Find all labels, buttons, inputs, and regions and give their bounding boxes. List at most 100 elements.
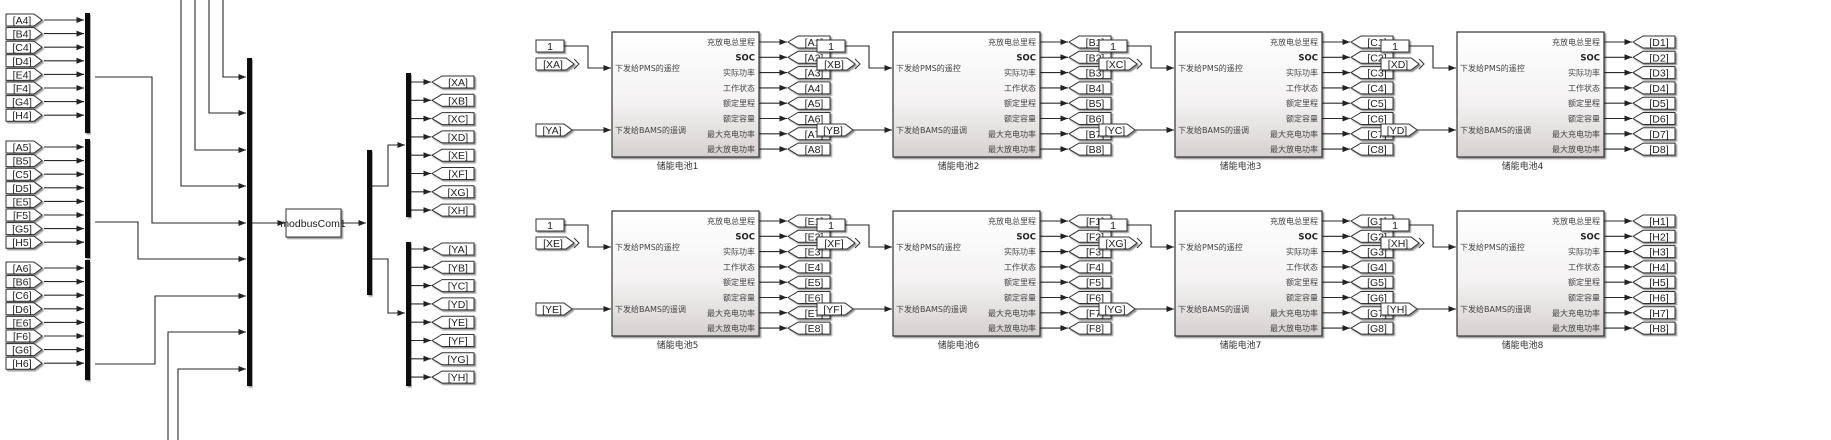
goto-tag-b6[interactable]: [B6] xyxy=(1068,112,1112,126)
goto-tag-h4[interactable]: [H4] xyxy=(1632,260,1676,274)
subsystem-frame[interactable] xyxy=(892,31,1041,158)
from-tag-a6[interactable]: [A6] xyxy=(5,261,43,275)
mux-bar-main[interactable] xyxy=(247,58,252,386)
from-tag-x[interactable]: [XC] xyxy=(1098,57,1143,71)
signal-line[interactable] xyxy=(1127,45,1174,72)
bus-input-line[interactable] xyxy=(222,0,246,81)
subsystem-frame[interactable] xyxy=(1174,31,1323,158)
from-tag-x[interactable]: [XF] xyxy=(816,236,861,250)
goto-tag-d5[interactable]: [D5] xyxy=(1632,96,1676,110)
from-tag-y[interactable]: [YE] xyxy=(535,302,573,316)
goto-tag-xa[interactable]: [XA] xyxy=(431,75,475,89)
goto-tag-h6[interactable]: [H6] xyxy=(1632,291,1676,305)
goto-tag-yg[interactable]: [YG] xyxy=(431,352,475,366)
from-tag-c5[interactable]: [C5] xyxy=(5,167,43,181)
from-tag-g6[interactable]: [G6] xyxy=(5,343,43,357)
goto-tag-yd[interactable]: [YD] xyxy=(431,297,475,311)
battery-subsystem-2[interactable]: 1下发给PMS的遥控下发给BAMS的遥调充放电总里程SOC实际功率工作状态额定里… xyxy=(816,31,1041,172)
goto-tag-ye[interactable]: [YE] xyxy=(431,315,475,329)
demux-bar-main[interactable] xyxy=(367,150,372,295)
modbus-block[interactable]: modbusCom1 xyxy=(280,208,346,238)
from-tag-d6[interactable]: [D6] xyxy=(5,302,43,316)
signal-line[interactable] xyxy=(1409,45,1456,72)
from-tag-b4[interactable]: [B4] xyxy=(5,27,43,41)
goto-tag-yc[interactable]: [YC] xyxy=(431,279,475,293)
goto-tag-a6[interactable]: [A6] xyxy=(787,112,831,126)
from-tag-x[interactable]: [XA] xyxy=(535,57,580,71)
goto-tag-f4[interactable]: [F4] xyxy=(1068,260,1112,274)
signal-line[interactable] xyxy=(564,45,611,72)
from-tag-e4[interactable]: [E4] xyxy=(5,67,43,81)
goto-tag-xc[interactable]: [XC] xyxy=(431,112,475,126)
bus-input-line[interactable] xyxy=(95,292,246,365)
mux-bar-group-6[interactable] xyxy=(85,260,90,380)
battery-subsystem-1[interactable]: 1下发给PMS的遥控下发给BAMS的遥调充放电总里程SOC实际功率工作状态额定里… xyxy=(535,31,760,172)
goto-tag-d4[interactable]: [D4] xyxy=(1632,81,1676,95)
constant-block[interactable]: 1 xyxy=(1380,218,1410,232)
goto-tag-h3[interactable]: [H3] xyxy=(1632,245,1676,259)
bus-line[interactable] xyxy=(372,258,405,317)
goto-tag-yb[interactable]: [YB] xyxy=(431,260,475,274)
battery-subsystem-6[interactable]: 1下发给PMS的遥控下发给BAMS的遥调充放电总里程SOC实际功率工作状态额定里… xyxy=(816,210,1041,351)
from-tag-x[interactable]: [XB] xyxy=(816,57,861,71)
from-tag-x[interactable]: [XD] xyxy=(1380,57,1425,71)
from-tag-x[interactable]: [XH] xyxy=(1380,236,1425,250)
goto-tag-c5[interactable]: [C5] xyxy=(1350,96,1394,110)
goto-tag-c6[interactable]: [C6] xyxy=(1350,112,1394,126)
goto-tag-g5[interactable]: [G5] xyxy=(1350,275,1394,289)
goto-tag-c4[interactable]: [C4] xyxy=(1350,81,1394,95)
bus-input-line[interactable] xyxy=(180,0,246,190)
from-tag-y[interactable]: [YG] xyxy=(1098,302,1136,316)
bus-input-line[interactable] xyxy=(177,365,246,440)
constant-block[interactable]: 1 xyxy=(1098,218,1128,232)
bus-input-line[interactable] xyxy=(194,0,246,154)
from-tag-y[interactable]: [YC] xyxy=(1098,123,1136,137)
goto-tag-yf[interactable]: [YF] xyxy=(431,334,475,348)
constant-block[interactable]: 1 xyxy=(535,218,565,232)
bus-line[interactable] xyxy=(372,141,405,187)
battery-subsystem-7[interactable]: 1下发给PMS的遥控下发给BAMS的遥调充放电总里程SOC实际功率工作状态额定里… xyxy=(1098,210,1323,351)
goto-tag-d7[interactable]: [D7] xyxy=(1632,127,1676,141)
bus-input-line[interactable] xyxy=(95,221,246,263)
goto-tag-d6[interactable]: [D6] xyxy=(1632,112,1676,126)
subsystem-frame[interactable] xyxy=(611,210,760,337)
goto-tag-f8[interactable]: [F8] xyxy=(1068,321,1112,335)
signal-line[interactable] xyxy=(1127,224,1174,251)
from-tag-y[interactable]: [YA] xyxy=(535,123,573,137)
goto-tag-f5[interactable]: [F5] xyxy=(1068,275,1112,289)
battery-subsystem-5[interactable]: 1下发给PMS的遥控下发给BAMS的遥调充放电总里程SOC实际功率工作状态额定里… xyxy=(535,210,760,351)
goto-tag-h7[interactable]: [H7] xyxy=(1632,306,1676,320)
goto-tag-g6[interactable]: [G6] xyxy=(1350,291,1394,305)
goto-tag-b4[interactable]: [B4] xyxy=(1068,81,1112,95)
from-tag-b5[interactable]: [B5] xyxy=(5,154,43,168)
from-tag-g5[interactable]: [G5] xyxy=(5,222,43,236)
signal-line[interactable] xyxy=(845,45,892,72)
goto-tag-yh[interactable]: [YH] xyxy=(431,370,475,384)
from-tag-f5[interactable]: [F5] xyxy=(5,208,43,222)
from-tag-f6[interactable]: [F6] xyxy=(5,329,43,343)
subsystem-frame[interactable] xyxy=(611,31,760,158)
bus-input-line[interactable] xyxy=(167,328,246,440)
from-tag-d4[interactable]: [D4] xyxy=(5,54,43,68)
from-tag-b6[interactable]: [B6] xyxy=(5,275,43,289)
subsystem-frame[interactable] xyxy=(1456,31,1605,158)
goto-tag-a8[interactable]: [A8] xyxy=(787,142,831,156)
goto-tag-d1[interactable]: [D1] xyxy=(1632,35,1676,49)
demux-bar-x[interactable] xyxy=(406,73,411,217)
mux-bar-group-4[interactable] xyxy=(85,13,90,133)
goto-tag-b5[interactable]: [B5] xyxy=(1068,96,1112,110)
goto-tag-e5[interactable]: [E5] xyxy=(787,275,831,289)
goto-tag-h5[interactable]: [H5] xyxy=(1632,275,1676,289)
from-tag-x[interactable]: [XE] xyxy=(535,236,580,250)
battery-subsystem-4[interactable]: 1下发给PMS的遥控下发给BAMS的遥调充放电总里程SOC实际功率工作状态额定里… xyxy=(1380,31,1605,172)
signal-line[interactable] xyxy=(564,224,611,251)
goto-tag-xb[interactable]: [XB] xyxy=(431,93,475,107)
from-tag-h5[interactable]: [H5] xyxy=(5,235,43,249)
from-tag-h4[interactable]: [H4] xyxy=(5,108,43,122)
goto-tag-h1[interactable]: [H1] xyxy=(1632,214,1676,228)
constant-block[interactable]: 1 xyxy=(816,39,846,53)
subsystem-frame[interactable] xyxy=(892,210,1041,337)
from-tag-y[interactable]: [YH] xyxy=(1380,302,1418,316)
constant-block[interactable]: 1 xyxy=(816,218,846,232)
bus-input-line[interactable] xyxy=(95,76,246,227)
